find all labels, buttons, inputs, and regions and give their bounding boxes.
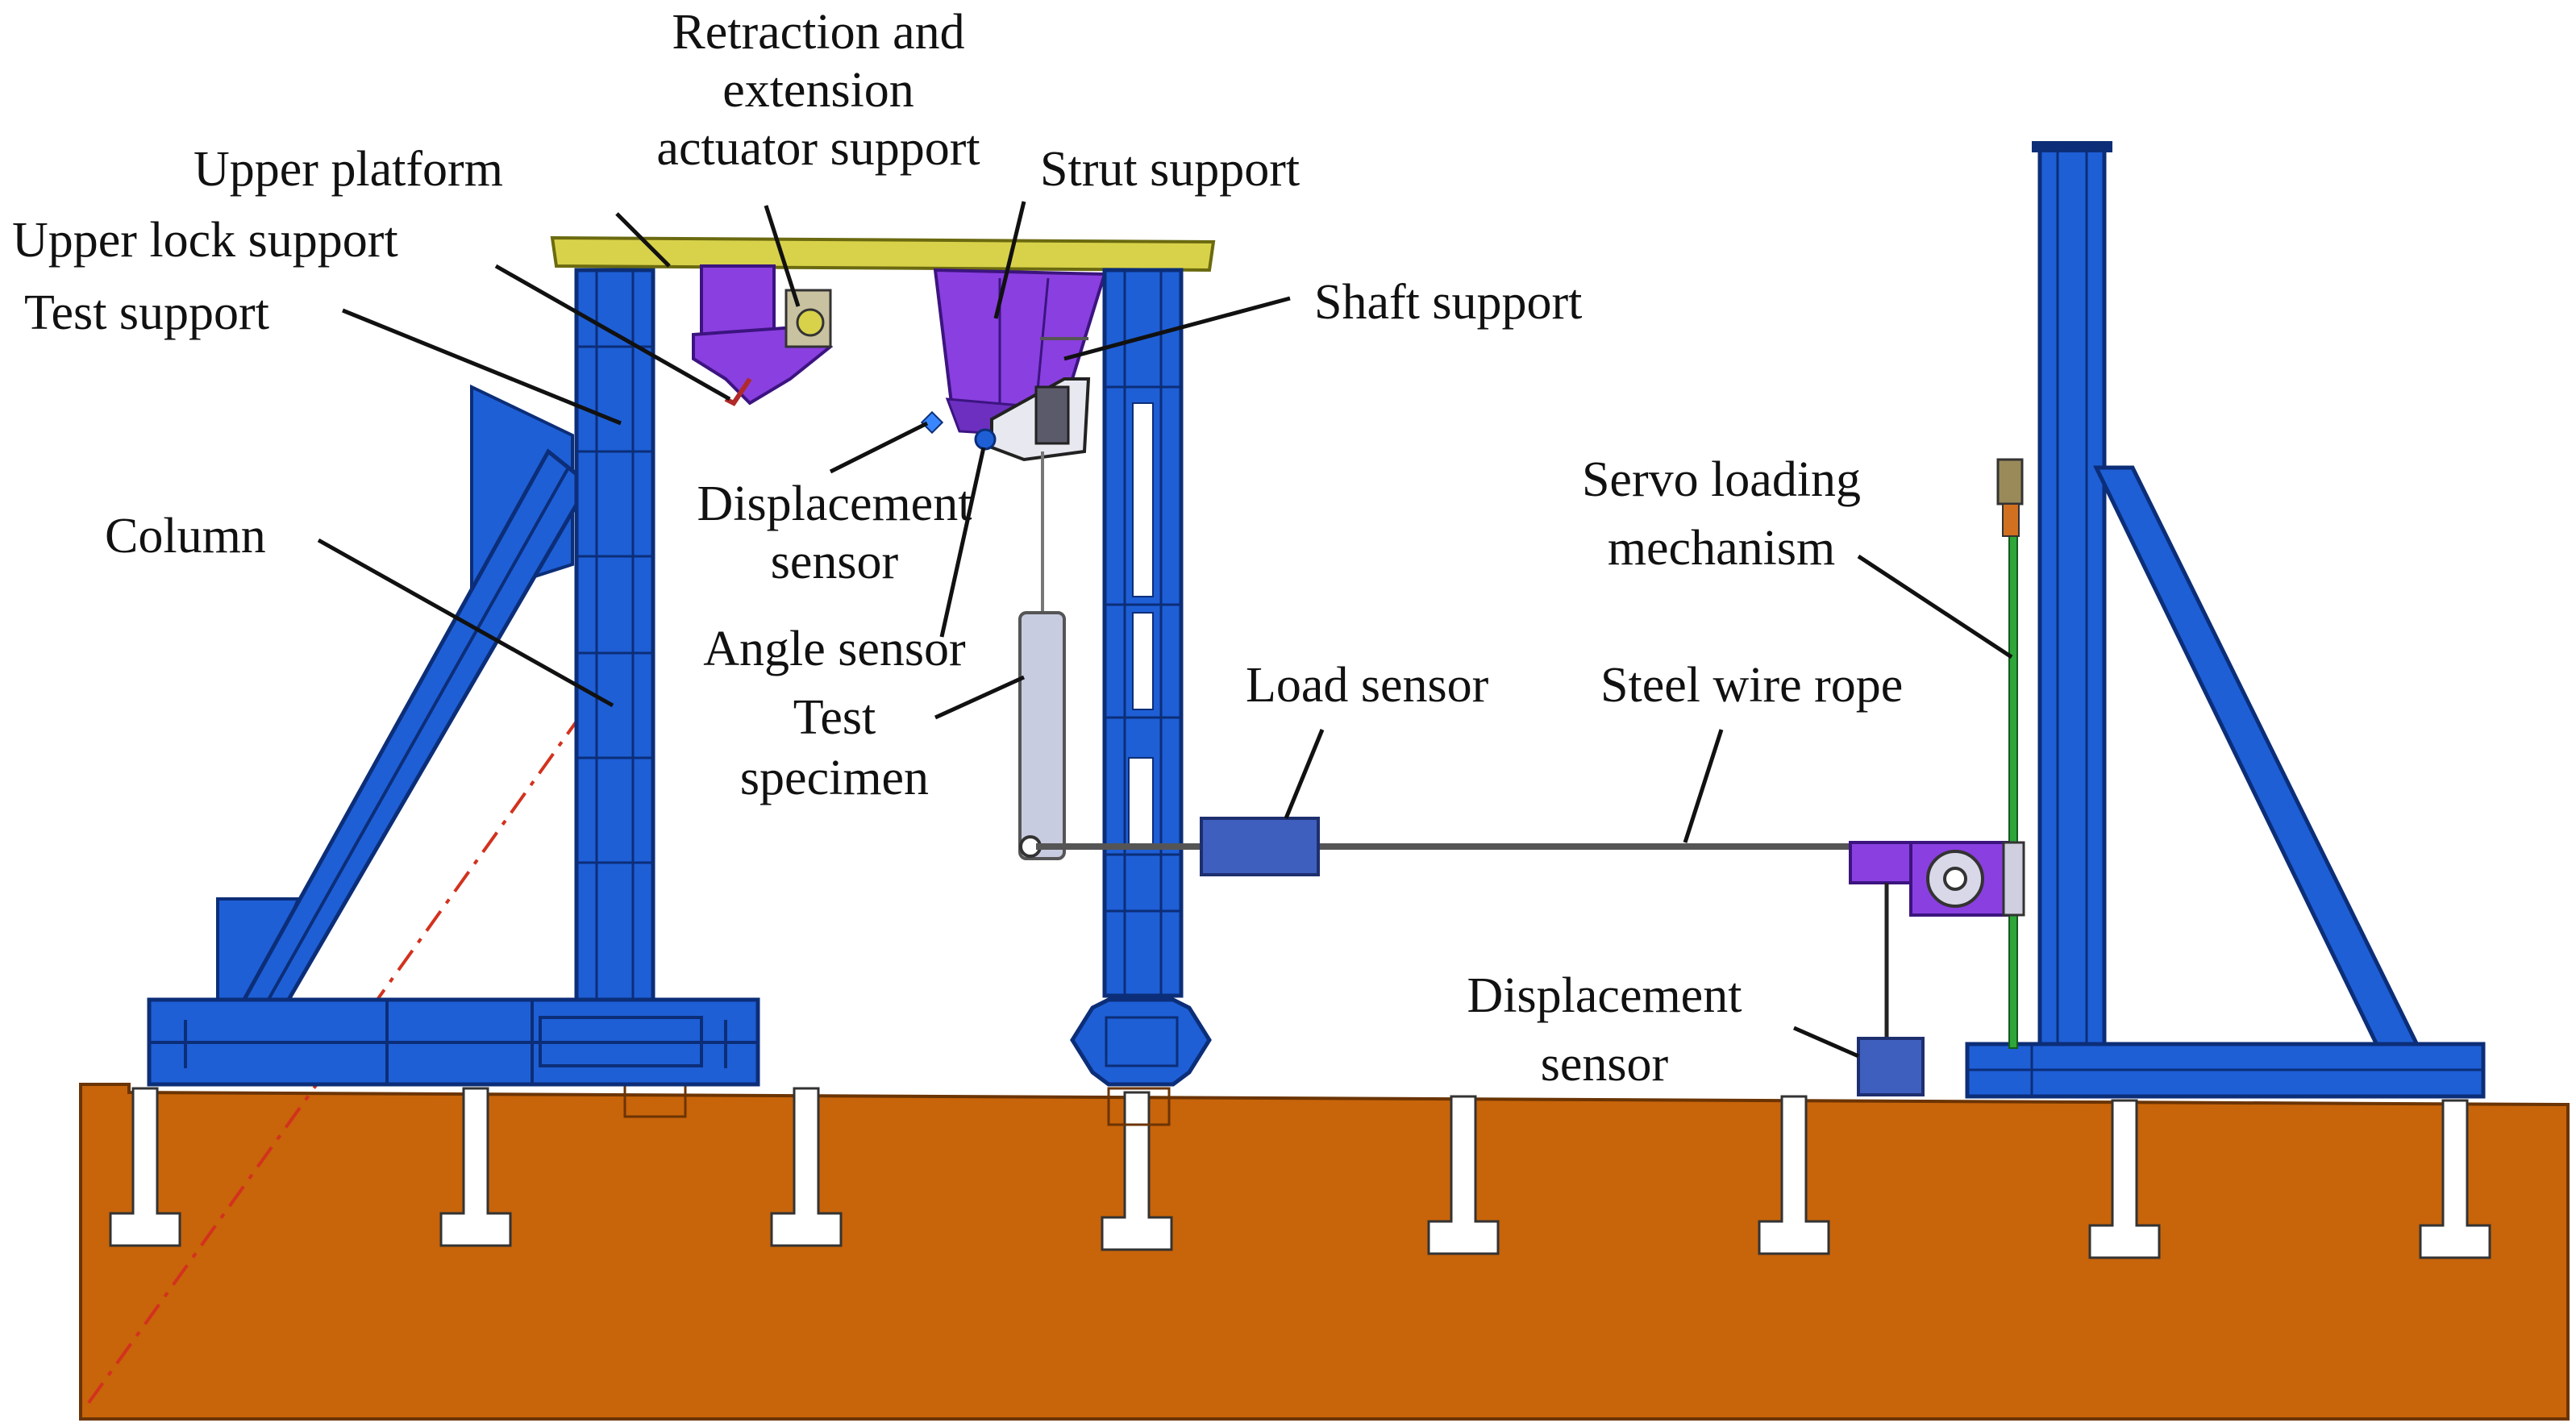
displacement-sensor-top-body	[920, 410, 944, 435]
label-displacement-top-line-2: sensor	[771, 535, 899, 589]
leader-test-specimen	[934, 675, 1026, 720]
leader-test-support	[342, 308, 622, 426]
brace-edge	[264, 467, 570, 1005]
label-retraction-line-2: extension	[722, 63, 914, 118]
anchor-slot	[1758, 1095, 1830, 1255]
label-column: Column	[105, 509, 266, 564]
diagonal-brace	[238, 448, 592, 1006]
label-test-specimen-line-2: specimen	[740, 751, 929, 805]
leader-angle-sensor	[939, 447, 986, 638]
leader-lines	[317, 201, 2013, 1059]
anchor-slot	[2419, 1099, 2491, 1259]
label-shaft-support: Shaft support	[1314, 275, 1582, 330]
leader-column	[317, 538, 614, 708]
shaft-support-mechanism	[920, 337, 1091, 462]
leader-load-sensor	[1284, 729, 1325, 819]
label-displacement-top-line-1: Displacement	[697, 476, 972, 531]
left-frame	[147, 268, 760, 1087]
anchor-slot	[1101, 1091, 1173, 1251]
label-steel-wire-rope: Steel wire rope	[1600, 658, 1903, 713]
label-test-specimen-line-1: Test	[793, 690, 876, 745]
center-post	[1070, 268, 1212, 1087]
label-test-support: Test support	[24, 285, 269, 340]
load-sensor-body	[1200, 817, 1320, 876]
main-column	[574, 268, 655, 1006]
leader-displacement-top	[829, 421, 929, 474]
retraction-actuator-support	[692, 264, 834, 406]
anchor-slot	[439, 1087, 512, 1247]
anchor-slot	[770, 1087, 843, 1247]
leader-shaft-support	[1063, 296, 1291, 361]
label-upper-platform: Upper platform	[194, 142, 503, 197]
post-footing	[1107, 1087, 1171, 1126]
label-upper-lock-support: Upper lock support	[12, 213, 398, 268]
leader-retraction	[764, 205, 801, 307]
anchor-slot	[1427, 1095, 1500, 1255]
servo-actuator-rod	[2008, 531, 2018, 1049]
leader-displacement-bottom	[1792, 1026, 1860, 1059]
label-displacement-bottom-line-2: sensor	[1541, 1037, 1669, 1092]
label-servo-line-1: Servo loading	[1582, 452, 1861, 507]
leader-steel-wire-rope	[1683, 729, 1724, 843]
label-servo-line-2: mechanism	[1608, 521, 1835, 576]
ground-block	[79, 1083, 2570, 1421]
label-load-sensor: Load sensor	[1246, 658, 1489, 713]
base-details	[149, 1000, 758, 1084]
anchor-slots	[109, 1087, 2491, 1259]
post-foot	[1070, 997, 1212, 1087]
leader-upper-platform	[615, 212, 671, 268]
angle-sensor-body	[974, 428, 997, 451]
foundation	[79, 635, 2570, 1421]
label-displacement-bottom-line-1: Displacement	[1467, 968, 1742, 1023]
label-angle-sensor: Angle sensor	[703, 622, 966, 676]
upper-platform	[550, 235, 1216, 273]
leader-upper-lock	[494, 264, 731, 401]
right-diagonal-brace	[2093, 465, 2423, 1050]
right-frame	[1965, 141, 2486, 1099]
leader-strut-support	[993, 201, 1026, 319]
servo-loading-mechanism	[1849, 458, 2025, 1096]
test-specimen-body	[1018, 611, 1066, 860]
leader-servo	[1857, 554, 2013, 659]
anchor-slot	[109, 1087, 181, 1247]
label-strut-support: Strut support	[1040, 142, 1300, 197]
label-retraction-line-3: actuator support	[656, 121, 980, 176]
anchor-slot	[2088, 1099, 2161, 1259]
displacement-sensor-bottom-body	[1857, 1037, 1925, 1096]
labels: Retraction and extension actuator suppor…	[12, 5, 1903, 1092]
label-retraction-line-1: Retraction and	[672, 5, 964, 60]
